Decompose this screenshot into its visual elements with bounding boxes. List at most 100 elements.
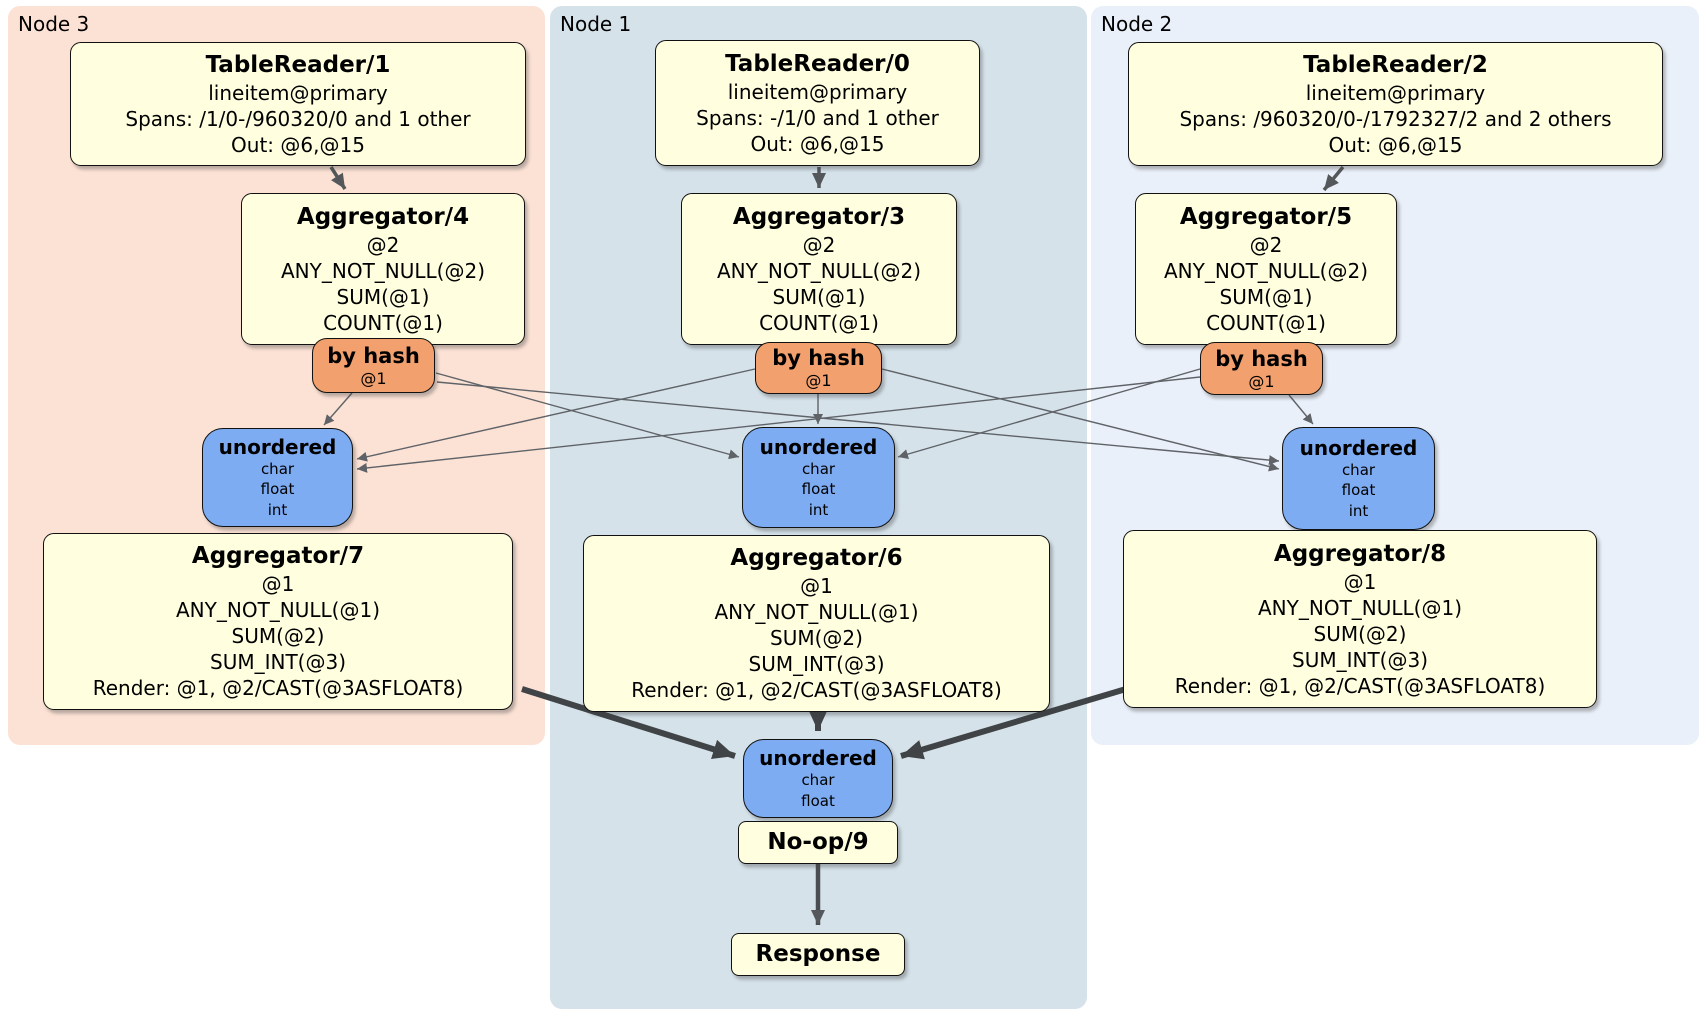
node1-region-label: Node 1 (560, 12, 632, 36)
edge-router2-sync2 (1288, 394, 1314, 425)
processor-detail: COUNT(@1) (759, 310, 879, 335)
router-label: by hash (1215, 346, 1308, 371)
sync-column: char (260, 459, 295, 478)
processor-title: Aggregator/6 (730, 545, 903, 571)
edge-router1-sync3 (356, 368, 756, 462)
processor-title: Response (755, 941, 881, 967)
processor-aggregator-7: Aggregator/7 @1 ANY_NOT_NULL(@1) SUM(@2)… (43, 533, 513, 710)
processor-detail: Render: @1, @2/CAST(@3ASFLOAT8) (92, 676, 464, 700)
edge-router2-sync1 (897, 368, 1201, 460)
processor-detail: COUNT(@1) (1206, 310, 1326, 335)
processor-detail: @1 (261, 572, 295, 596)
processor-detail: SUM_INT(@3) (210, 650, 346, 674)
by-hash-router-node2: by hash @1 (1200, 342, 1323, 395)
router-key: @1 (360, 368, 387, 388)
processor-aggregator-6: Aggregator/6 @1 ANY_NOT_NULL(@1) SUM(@2)… (583, 535, 1050, 712)
processor-detail: SUM(@2) (1313, 621, 1407, 646)
sync-column: int (267, 500, 288, 519)
processor-detail: ANY_NOT_NULL(@2) (1164, 258, 1368, 283)
processor-title: No-op/9 (767, 829, 869, 855)
processor-title: TableReader/2 (1303, 51, 1488, 78)
sync-label: unordered (759, 434, 878, 459)
processor-title: Aggregator/3 (732, 203, 906, 230)
processor-detail: Spans: -/1/0 and 1 other (696, 105, 939, 130)
processor-aggregator-4: Aggregator/4 @2 ANY_NOT_NULL(@2) SUM(@1)… (241, 193, 525, 345)
processor-detail: SUM(@1) (772, 284, 866, 309)
processor-detail: Out: @6,@15 (1328, 132, 1463, 157)
edge-router2-sync3 (356, 376, 1201, 473)
processor-detail: Out: @6,@15 (231, 132, 365, 157)
edge-router3-sync2 (436, 381, 1280, 466)
router-label: by hash (327, 343, 420, 368)
processor-detail: Render: @1, @2/CAST(@3ASFLOAT8) (631, 678, 1002, 702)
unordered-sync-node2: unordered char float int (1282, 427, 1435, 530)
node3-region-label: Node 3 (18, 12, 90, 36)
sync-column: int (808, 500, 829, 519)
processor-detail: Spans: /1/0-/960320/0 and 1 other (125, 106, 471, 131)
processor-title: Aggregator/5 (1179, 203, 1353, 230)
processor-aggregator-3: Aggregator/3 @2 ANY_NOT_NULL(@2) SUM(@1)… (681, 193, 957, 345)
sync-column: char (801, 771, 835, 789)
processor-title: Aggregator/4 (296, 203, 470, 230)
processor-detail: @1 (1343, 569, 1377, 594)
router-key: @1 (1248, 371, 1275, 391)
processor-detail: SUM(@1) (1219, 284, 1313, 309)
processor-detail: @2 (802, 232, 836, 257)
processor-tablereader-1: TableReader/1 lineitem@primary Spans: /1… (70, 42, 526, 166)
sync-column: float (260, 480, 295, 499)
processor-aggregator-5: Aggregator/5 @2 ANY_NOT_NULL(@2) SUM(@1)… (1135, 193, 1397, 345)
unordered-sync-node1: unordered char float int (742, 427, 895, 528)
processor-title: TableReader/1 (205, 51, 391, 78)
by-hash-router-node3: by hash @1 (312, 338, 435, 393)
sync-label: unordered (1299, 435, 1418, 460)
processor-detail: SUM(@2) (231, 624, 325, 648)
processor-detail: SUM_INT(@3) (748, 652, 885, 676)
processor-detail: ANY_NOT_NULL(@1) (176, 598, 380, 622)
processor-detail: SUM(@2) (770, 626, 863, 650)
processor-detail: Out: @6,@15 (750, 131, 885, 156)
processor-detail: Spans: /960320/0-/1792327/2 and 2 others (1179, 106, 1612, 131)
unordered-sync-final: unordered char float (743, 739, 893, 818)
by-hash-router-node1: by hash @1 (755, 342, 882, 394)
sync-column: char (1341, 460, 1376, 479)
processor-detail: @2 (366, 232, 400, 257)
sync-column: int (1348, 501, 1369, 520)
processor-tablereader-2: TableReader/2 lineitem@primary Spans: /9… (1128, 42, 1663, 166)
edge-tr2-agg5 (1322, 165, 1345, 192)
router-label: by hash (772, 346, 865, 370)
response-box: Response (731, 933, 905, 976)
sync-label: unordered (759, 746, 877, 770)
processor-detail: SUM_INT(@3) (1292, 647, 1428, 672)
processor-detail: @1 (800, 574, 833, 598)
processor-detail: ANY_NOT_NULL(@1) (714, 600, 919, 624)
node2-region-label: Node 2 (1101, 12, 1173, 36)
sync-column: float (1341, 481, 1376, 500)
processor-aggregator-8: Aggregator/8 @1 ANY_NOT_NULL(@1) SUM(@2)… (1123, 530, 1597, 708)
edge-agg8-finalsync (900, 686, 1127, 760)
processor-title: Aggregator/8 (1273, 540, 1447, 567)
processor-detail: ANY_NOT_NULL(@2) (281, 258, 485, 283)
processor-detail: lineitem@primary (1305, 80, 1486, 105)
processor-detail: lineitem@primary (208, 80, 388, 105)
edge-agg7-finalsync (521, 686, 736, 759)
unordered-sync-node3: unordered char float int (202, 428, 353, 527)
edge-router1-sync2 (881, 368, 1280, 472)
processor-title: Aggregator/7 (191, 543, 365, 569)
processor-detail: Render: @1, @2/CAST(@3ASFLOAT8) (1174, 673, 1546, 698)
sync-column: float (801, 480, 836, 499)
processor-detail: lineitem@primary (727, 79, 908, 104)
sync-column: char (801, 459, 836, 478)
sync-column: float (801, 791, 835, 810)
processor-detail: SUM(@1) (336, 284, 430, 309)
edge-router3-sync3 (323, 392, 353, 426)
processor-detail: ANY_NOT_NULL(@1) (1258, 595, 1462, 620)
router-key: @1 (805, 371, 832, 390)
edge-tr1-agg4 (329, 166, 347, 190)
processor-detail: ANY_NOT_NULL(@2) (717, 258, 921, 283)
processor-detail: COUNT(@1) (323, 310, 443, 335)
sync-label: unordered (218, 434, 337, 459)
processor-noop-9: No-op/9 (738, 821, 898, 864)
processor-title: TableReader/0 (725, 50, 910, 77)
